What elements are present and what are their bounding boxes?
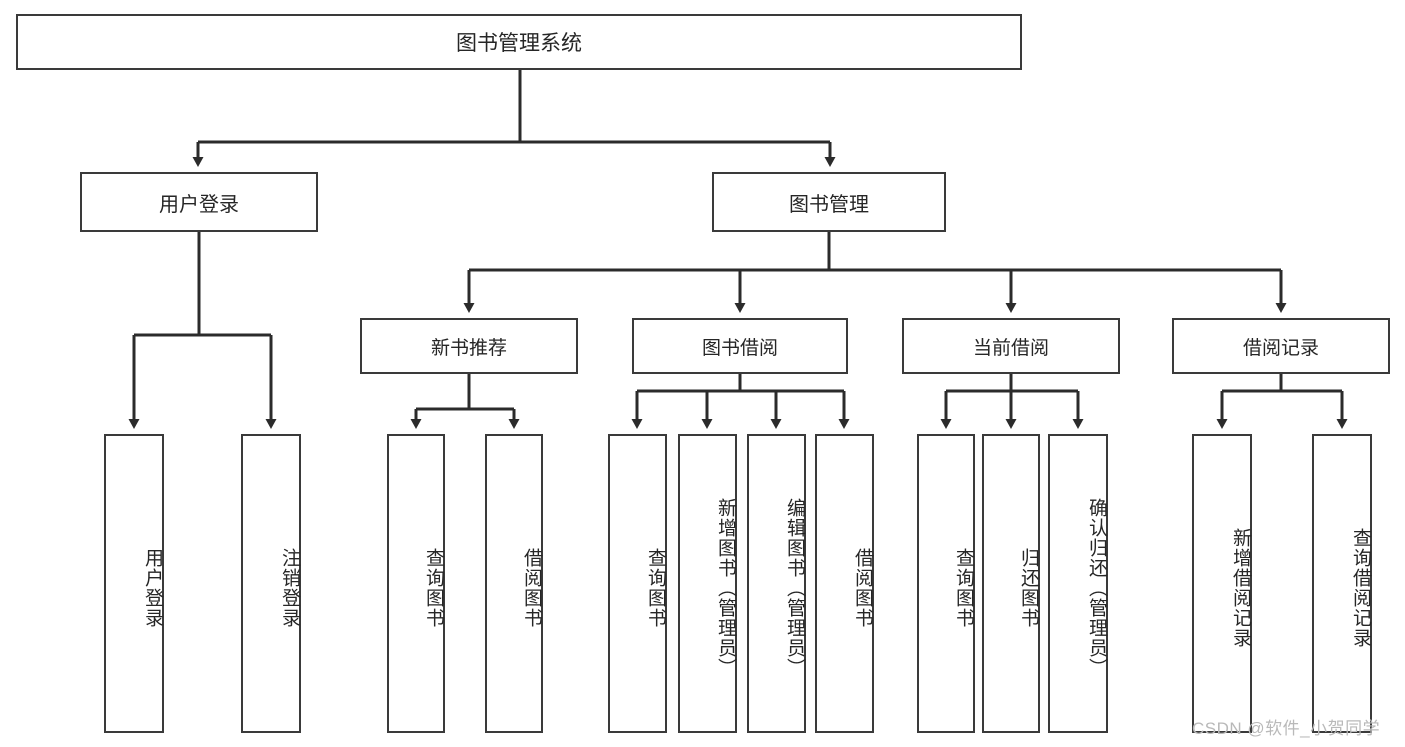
node-leaf-borrow-book-1-label: 借阅图书 — [521, 547, 542, 628]
node-leaf-edit-book[interactable]: 编辑图书（管理员） — [747, 434, 806, 733]
node-root-label: 图书管理系统 — [456, 32, 582, 55]
node-leaf-query-book-2[interactable]: 查询图书 — [608, 434, 667, 733]
node-root[interactable]: 图书管理系统 — [16, 14, 1022, 70]
node-user-login-label: 用户登录 — [159, 193, 239, 216]
node-book-manage[interactable]: 图书管理 — [712, 172, 946, 232]
node-leaf-query-record-label: 查询借阅记录 — [1350, 527, 1371, 648]
node-leaf-query-record[interactable]: 查询借阅记录 — [1312, 434, 1372, 733]
node-leaf-query-book-3[interactable]: 查询图书 — [917, 434, 975, 733]
node-book-borrow[interactable]: 图书借阅 — [632, 318, 848, 374]
node-book-manage-label: 图书管理 — [789, 193, 869, 216]
node-leaf-user-logout[interactable]: 注销登录 — [241, 434, 301, 733]
node-leaf-query-book-1[interactable]: 查询图书 — [387, 434, 445, 733]
node-leaf-query-book-2-label: 查询图书 — [645, 547, 666, 628]
node-leaf-borrow-book-1[interactable]: 借阅图书 — [485, 434, 543, 733]
node-leaf-add-record[interactable]: 新增借阅记录 — [1192, 434, 1252, 733]
node-leaf-edit-book-label: 编辑图书（管理员） — [784, 497, 805, 678]
csdn-watermark: CSDN @软件_小贺同学 — [1192, 719, 1381, 738]
node-leaf-user-logout-label: 注销登录 — [279, 547, 300, 628]
node-book-borrow-label: 图书借阅 — [701, 337, 778, 359]
node-current-borrow[interactable]: 当前借阅 — [902, 318, 1120, 374]
node-new-book-recommend-label: 新书推荐 — [430, 337, 507, 359]
node-leaf-return-book-label: 归还图书 — [1018, 547, 1039, 628]
node-leaf-confirm-return[interactable]: 确认归还（管理员） — [1048, 434, 1108, 733]
node-user-login[interactable]: 用户登录 — [80, 172, 318, 232]
node-leaf-add-record-label: 新增借阅记录 — [1230, 527, 1251, 648]
node-leaf-confirm-return-label: 确认归还（管理员） — [1086, 497, 1107, 678]
node-borrow-record-label: 借阅记录 — [1242, 337, 1319, 359]
node-leaf-add-book[interactable]: 新增图书（管理员） — [678, 434, 737, 733]
node-leaf-borrow-book-2-label: 借阅图书 — [852, 547, 873, 628]
node-leaf-query-book-3-label: 查询图书 — [953, 547, 974, 628]
node-leaf-add-book-label: 新增图书（管理员） — [715, 497, 736, 678]
node-current-borrow-label: 当前借阅 — [972, 337, 1049, 359]
node-leaf-user-login[interactable]: 用户登录 — [104, 434, 164, 733]
node-new-book-recommend[interactable]: 新书推荐 — [360, 318, 578, 374]
node-leaf-query-book-1-label: 查询图书 — [423, 547, 444, 628]
node-borrow-record[interactable]: 借阅记录 — [1172, 318, 1390, 374]
node-leaf-return-book[interactable]: 归还图书 — [982, 434, 1040, 733]
node-leaf-borrow-book-2[interactable]: 借阅图书 — [815, 434, 874, 733]
node-leaf-user-login-label: 用户登录 — [142, 547, 163, 628]
